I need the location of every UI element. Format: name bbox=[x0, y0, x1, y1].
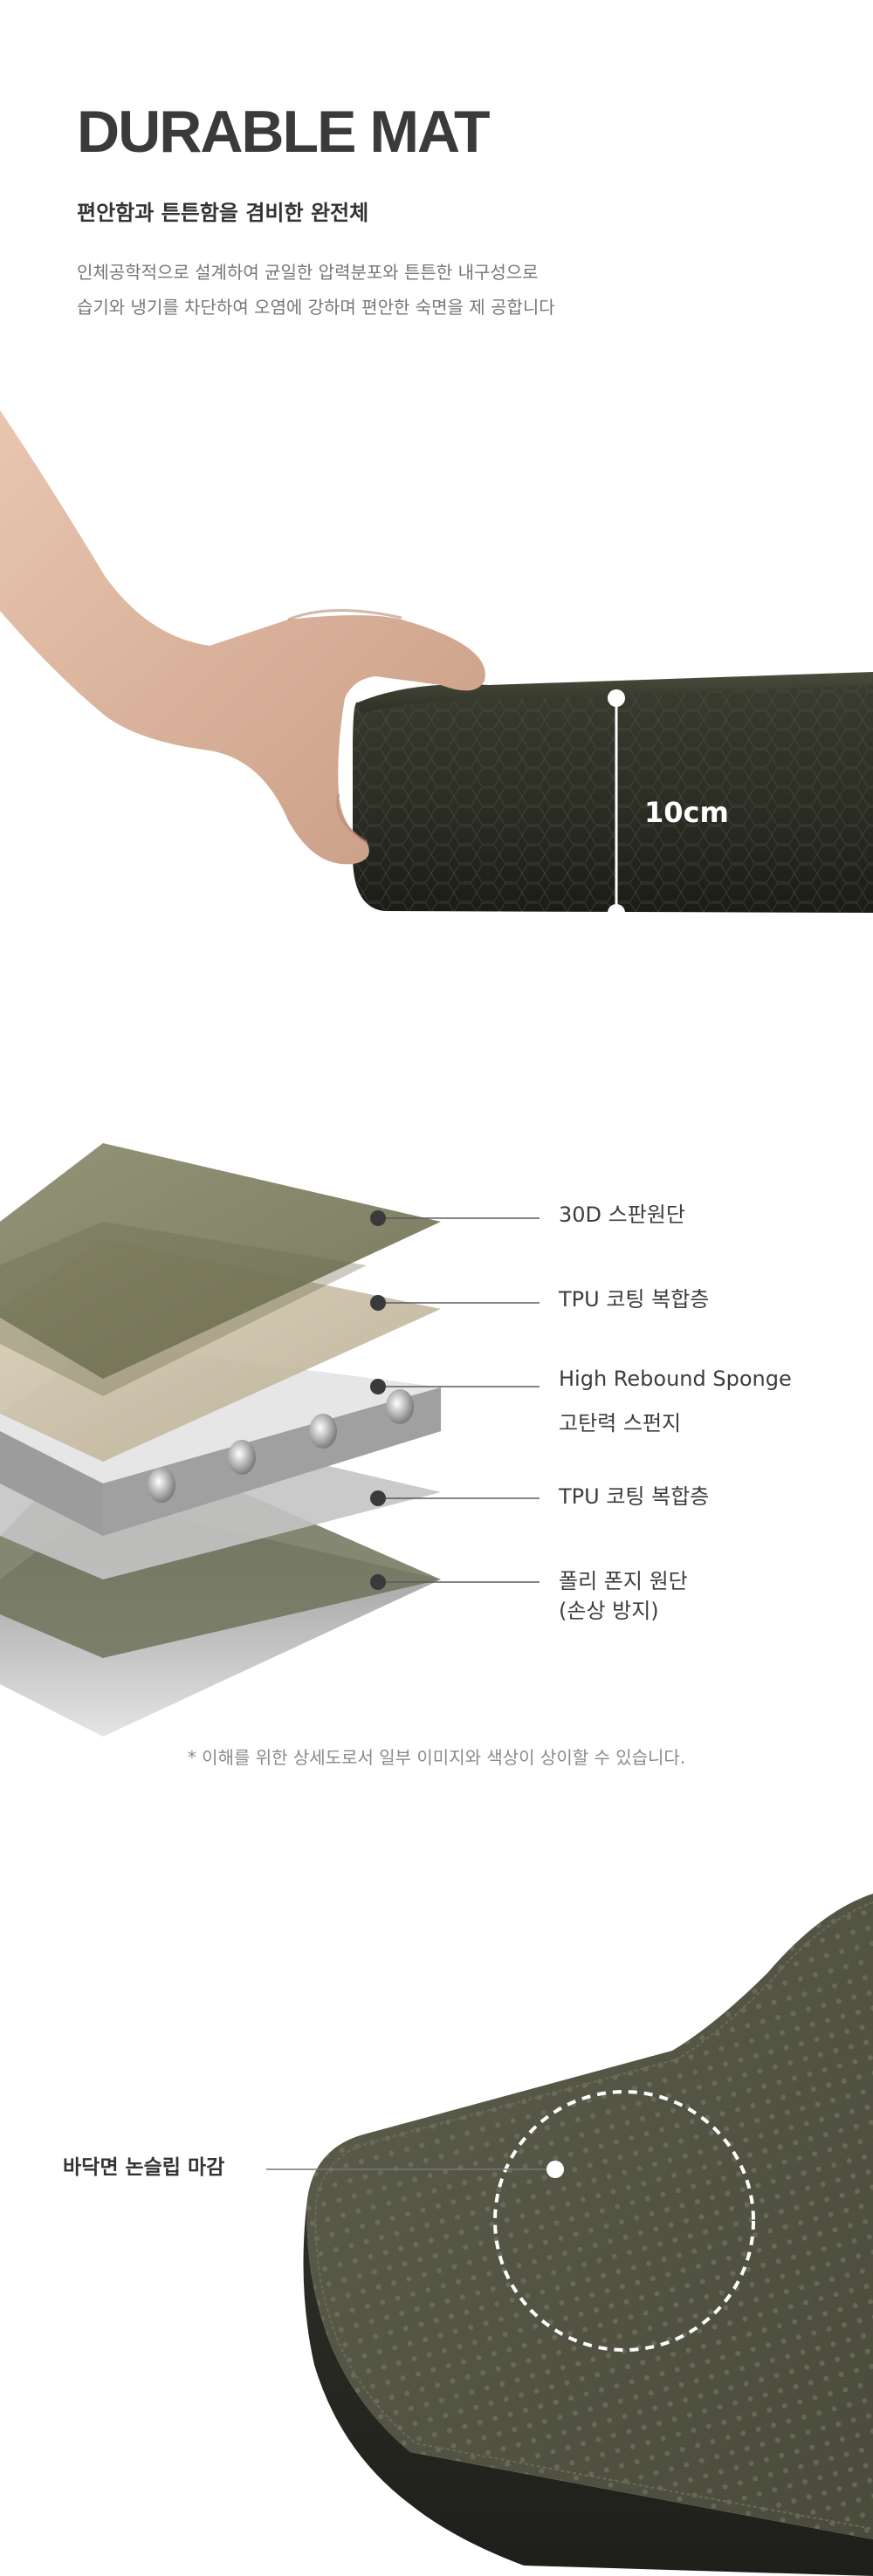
layer-diagram bbox=[0, 1143, 540, 1737]
page-subtitle: 편안함과 튼튼함을 겸비한 완전체 bbox=[77, 201, 369, 225]
layer-label: 폴리 폰지 원단 bbox=[559, 1569, 688, 1593]
layer-label: TPU 코팅 복합층 bbox=[559, 1484, 710, 1509]
magnifier-circle bbox=[493, 2090, 755, 2352]
nonslip-label: 바닥면 논슬립 마감 bbox=[63, 2156, 225, 2179]
layer-label: 30D 스판원단 bbox=[559, 1202, 685, 1227]
page-title: DURABLE MAT bbox=[77, 99, 491, 165]
thickness-label: 10cm bbox=[644, 796, 729, 829]
layer-spandex bbox=[0, 1143, 441, 1396]
hand bbox=[0, 410, 485, 865]
layer-sublabel: 고탄력 스펀지 bbox=[559, 1411, 682, 1435]
layer-sublabel: (손상 방지) bbox=[559, 1599, 659, 1623]
mat-block bbox=[353, 672, 873, 913]
layer-label: TPU 코팅 복합층 bbox=[559, 1287, 710, 1312]
description-line: 인체공학적으로 설계하여 균일한 압력분포와 튼튼한 내구성으로 bbox=[77, 262, 539, 283]
description-line: 습기와 냉기를 차단하여 오염에 강하며 편안한 숙면을 제 공합니다 bbox=[77, 297, 555, 318]
layer-label: High Rebound Sponge bbox=[559, 1367, 792, 1391]
mat-thickness-illustration bbox=[0, 410, 873, 921]
thickness-dimension bbox=[608, 689, 625, 921]
callout-dots bbox=[370, 1210, 386, 1590]
callouts bbox=[378, 1217, 540, 1583]
mat-bottom-detail-illustration bbox=[266, 1894, 873, 2576]
disclaimer-text: * 이해를 위한 상세도로서 일부 이미지와 색상이 상이할 수 있습니다. bbox=[187, 1747, 686, 1768]
nonslip-callout-dot bbox=[546, 2161, 564, 2178]
